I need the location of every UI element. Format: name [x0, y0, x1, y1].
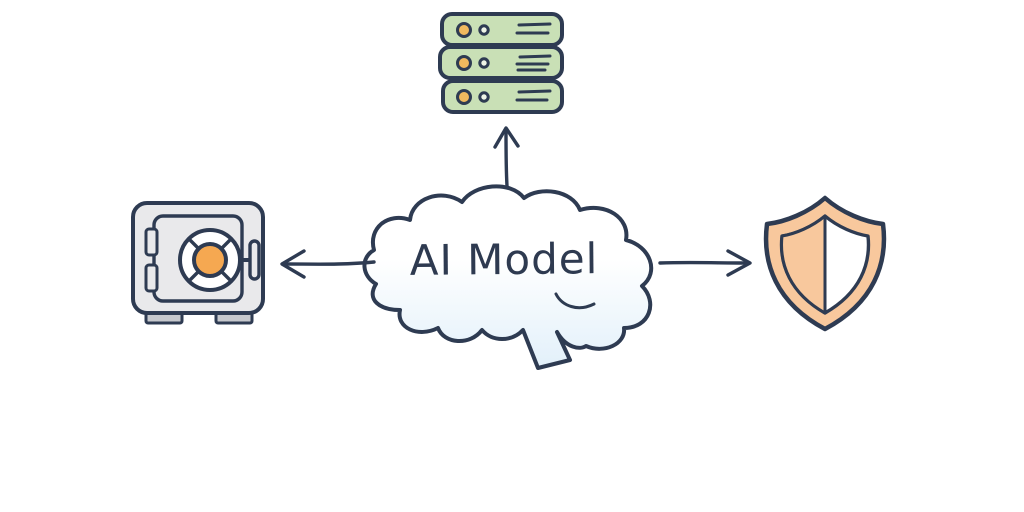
arrow-left-icon: [280, 249, 376, 279]
arrow-right-icon: [658, 249, 752, 277]
ai-model-label: AI Model: [409, 233, 599, 285]
ai-brain-cloud: [362, 184, 654, 370]
server-stack-icon: [438, 12, 564, 114]
safe-icon: [131, 201, 265, 325]
arrow-up-icon: [493, 126, 520, 188]
shield-icon: [763, 195, 887, 332]
